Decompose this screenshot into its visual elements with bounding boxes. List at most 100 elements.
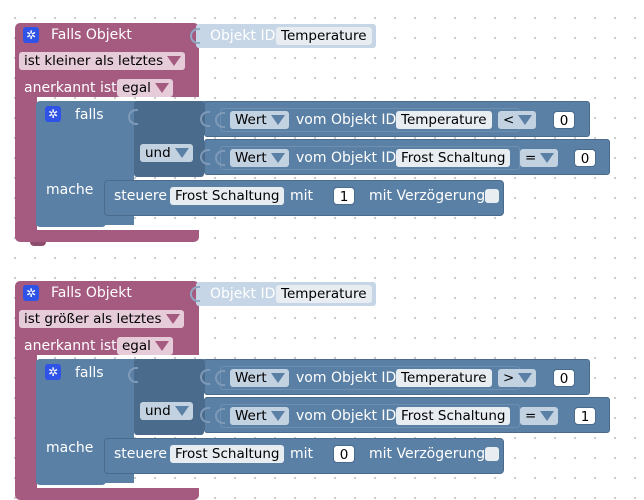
value-type-label: Wert (235, 150, 267, 166)
event-block-bottom (15, 230, 199, 242)
if-block-bottom (36, 473, 106, 485)
dropdown-arrow-icon (540, 411, 555, 421)
dropdown-arrow-icon (518, 373, 533, 383)
dropdown-arrow-icon (165, 314, 180, 324)
ack-label: anerkannt ist (24, 80, 117, 96)
value-type-dropdown[interactable]: Wert (230, 111, 289, 129)
ack-dropdown[interactable]: egal (117, 79, 173, 97)
input-connector (190, 286, 200, 302)
ack-label: anerkannt ist (24, 338, 117, 354)
dropdown-arrow-icon (270, 373, 285, 383)
event-block-left-arm (15, 97, 37, 233)
ack-dropdown-label: egal (122, 338, 151, 354)
if-label: falls (75, 365, 104, 381)
dropdown-arrow-icon (174, 406, 189, 416)
delay-checkbox[interactable] (485, 447, 499, 461)
number-field[interactable]: 0 (553, 111, 575, 129)
value-type-label: Wert (235, 112, 267, 128)
delay-checkbox[interactable] (485, 189, 499, 203)
input-connector (200, 407, 210, 423)
trigger-dropdown[interactable]: ist größer als letztes (19, 310, 184, 328)
input-connector (128, 109, 138, 125)
input-connector (215, 370, 225, 386)
input-connector (128, 367, 138, 383)
object-id-field[interactable]: Temperature (276, 27, 372, 45)
input-connector (200, 149, 210, 165)
object-id-label: Objekt ID (210, 28, 276, 44)
ack-dropdown-label: egal (122, 80, 151, 96)
dropdown-arrow-icon (270, 411, 285, 421)
object-id-text: vom Objekt ID (296, 150, 397, 166)
value-type-label: Wert (235, 370, 267, 386)
gear-icon[interactable]: ✲ (23, 27, 39, 43)
value-type-dropdown[interactable]: Wert (230, 369, 289, 387)
dropdown-arrow-icon (518, 115, 533, 125)
action-label: steuere (114, 188, 167, 204)
value-type-dropdown[interactable]: Wert (230, 149, 289, 167)
operator-label: < (503, 112, 515, 128)
action-with-label: mit (290, 446, 314, 462)
trigger-dropdown[interactable]: ist kleiner als letztes (19, 52, 186, 70)
input-connector (215, 408, 225, 424)
number-field[interactable]: 0 (574, 149, 596, 167)
input-connector (200, 111, 210, 127)
if-block-bottom (36, 215, 106, 227)
dropdown-arrow-icon (154, 83, 169, 93)
number-field[interactable]: 1 (333, 187, 355, 205)
number-connector (561, 408, 569, 424)
gear-icon[interactable]: ✲ (45, 364, 61, 380)
gear-icon[interactable]: ✲ (45, 106, 61, 122)
event-block-bottom (15, 488, 199, 500)
number-connector (540, 112, 548, 128)
object-id-field[interactable]: Temperature (396, 111, 492, 129)
delay-label: mit Verzögerung (369, 446, 486, 462)
trigger-dropdown-label: ist größer als letztes (24, 311, 162, 327)
object-id-text: vom Objekt ID (296, 112, 397, 128)
dropdown-arrow-icon (174, 148, 189, 158)
dropdown-arrow-icon (154, 341, 169, 351)
dropdown-arrow-icon (270, 153, 285, 163)
object-id-field[interactable]: Temperature (396, 369, 492, 387)
and-dropdown[interactable]: und (140, 144, 193, 162)
input-connector (200, 369, 210, 385)
input-connector (190, 28, 200, 44)
object-id-field[interactable]: Temperature (276, 285, 372, 303)
event-block-1[interactable]: ✲ Falls Objekt Objekt ID Temperature ist… (0, 0, 644, 250)
object-id-label: Objekt ID (210, 286, 276, 302)
action-with-label: mit (290, 188, 314, 204)
do-label: mache (46, 182, 94, 198)
object-id-field[interactable]: Frost Schaltung (396, 149, 511, 167)
value-type-dropdown[interactable]: Wert (230, 407, 289, 425)
ack-dropdown[interactable]: egal (117, 337, 173, 355)
if-label: falls (75, 107, 104, 123)
object-id-field[interactable]: Frost Schaltung (396, 407, 511, 425)
action-object-field[interactable]: Frost Schaltung (170, 445, 285, 463)
dropdown-arrow-icon (167, 56, 182, 66)
operator-dropdown[interactable]: < (498, 111, 537, 129)
event-header: Falls Objekt (51, 27, 132, 43)
action-object-field[interactable]: Frost Schaltung (170, 187, 285, 205)
dropdown-arrow-icon (270, 115, 285, 125)
number-connector (561, 150, 569, 166)
logic-and-block[interactable] (134, 359, 204, 435)
operator-label: = (525, 408, 537, 424)
operator-label: = (525, 150, 537, 166)
delay-label: mit Verzögerung (369, 188, 486, 204)
number-connector (540, 370, 548, 386)
number-field[interactable]: 1 (574, 407, 596, 425)
action-label: steuere (114, 446, 167, 462)
and-dropdown[interactable]: und (140, 402, 193, 420)
number-connector (320, 188, 328, 204)
logic-and-block[interactable] (134, 101, 204, 177)
number-field[interactable]: 0 (553, 369, 575, 387)
gear-icon[interactable]: ✲ (23, 285, 39, 301)
and-dropdown-label: und (145, 145, 171, 161)
number-field[interactable]: 0 (333, 445, 355, 463)
operator-dropdown[interactable]: = (520, 407, 559, 425)
event-block-left-arm (15, 355, 37, 491)
operator-dropdown[interactable]: > (498, 369, 537, 387)
dropdown-arrow-icon (540, 153, 555, 163)
and-dropdown-label: und (145, 403, 171, 419)
operator-dropdown[interactable]: = (520, 149, 559, 167)
